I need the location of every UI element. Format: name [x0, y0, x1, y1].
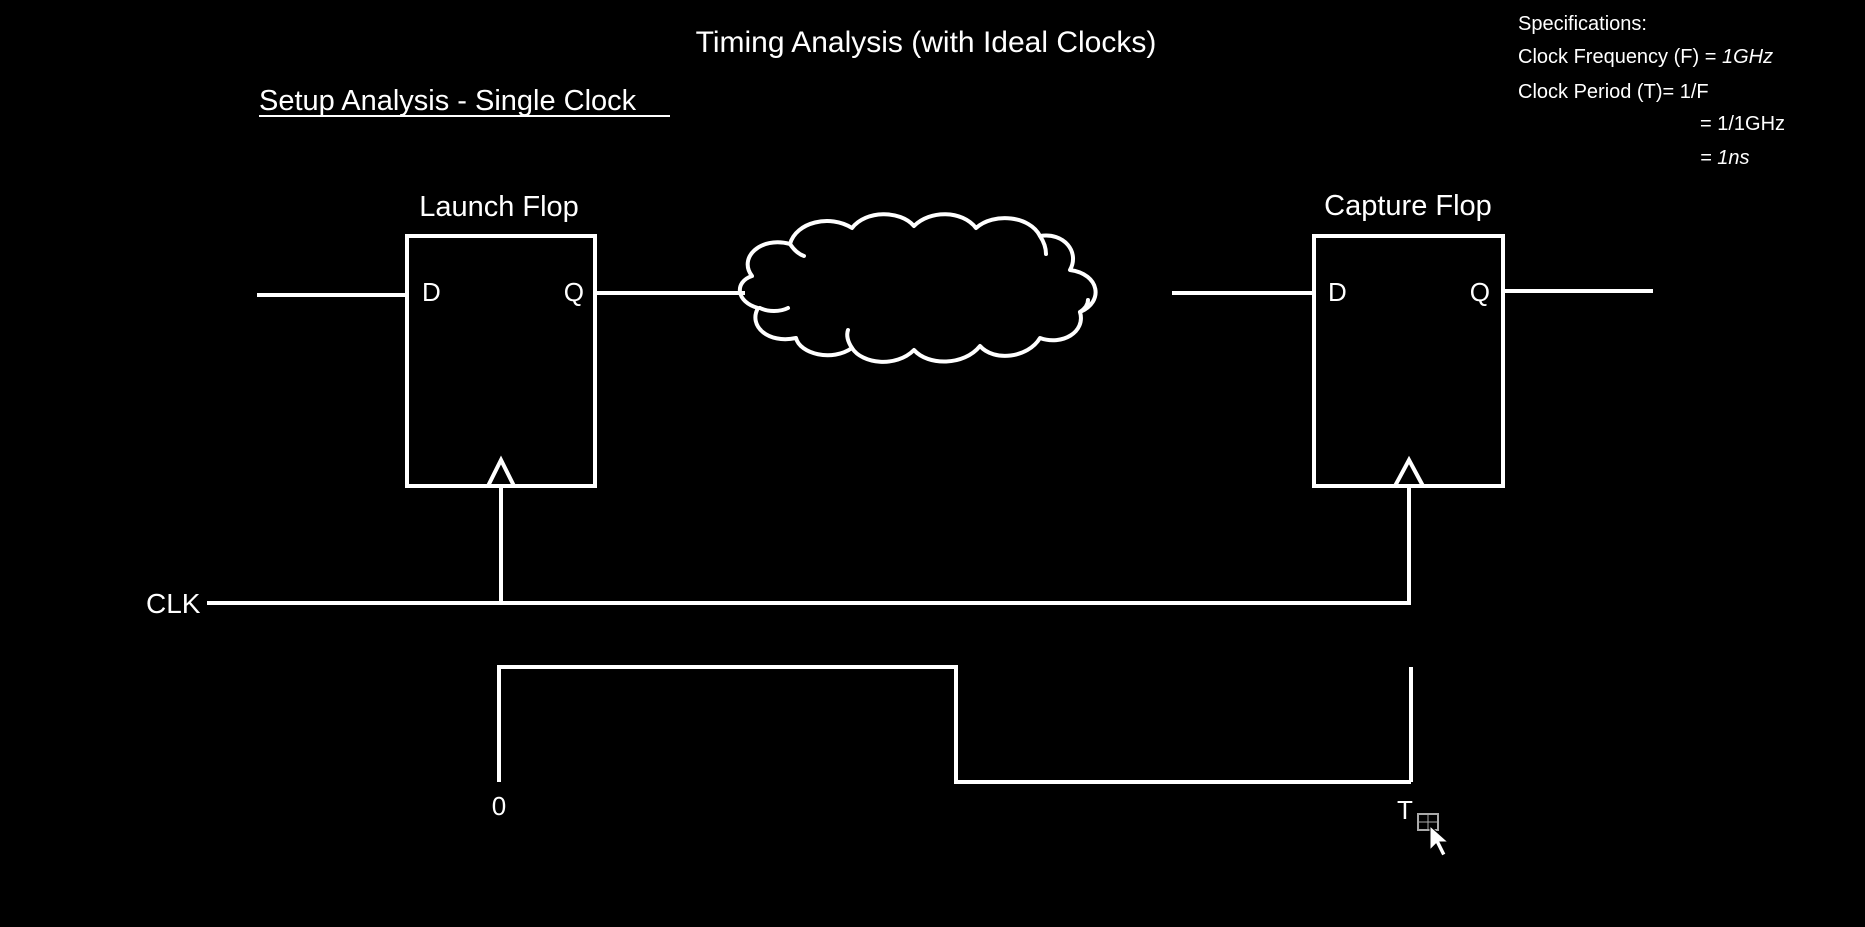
capture-flop-title: Capture Flop [1324, 190, 1492, 222]
specs-heading: Specifications: [1518, 13, 1647, 35]
mouse-cursor-icon [1417, 813, 1450, 857]
capture-q-pin: Q [1470, 277, 1490, 307]
specs-period-result: = 1ns [1700, 147, 1749, 169]
specs-frequency-value: 1GHz [1722, 46, 1773, 68]
capture-clock-pin-icon [1393, 455, 1425, 487]
waveform-end-label: T [1397, 795, 1413, 825]
launch-flop-box [405, 234, 597, 488]
launch-flop: Launch Flop D Q [405, 191, 597, 488]
section-subtitle: Setup Analysis - Single Clock [259, 85, 637, 117]
page-title: Timing Analysis (with Ideal Clocks) [696, 26, 1157, 59]
launch-d-pin: D [422, 277, 441, 307]
launch-flop-title: Launch Flop [419, 191, 579, 223]
capture-flop: Capture Flop D Q [1312, 190, 1505, 488]
launch-clock-pin-icon [486, 455, 516, 487]
launch-q-pin: Q [564, 277, 584, 307]
combinational-logic-cloud-icon [738, 212, 1098, 364]
waveform-start-label: 0 [492, 791, 506, 821]
specifications-panel: Specifications: Clock Frequency (F) = 1G… [1518, 13, 1785, 169]
specs-frequency-label: Clock Frequency (F) = [1518, 46, 1722, 68]
clk-label: CLK [146, 588, 201, 619]
capture-d-pin: D [1328, 277, 1347, 307]
specs-period: Clock Period (T)= 1/F [1518, 81, 1709, 103]
specs-frequency: Clock Frequency (F) = 1GHz [1518, 46, 1773, 68]
capture-flop-box [1312, 234, 1505, 488]
specs-period-step: = 1/1GHz [1700, 113, 1785, 135]
clock-waveform [497, 665, 1411, 784]
